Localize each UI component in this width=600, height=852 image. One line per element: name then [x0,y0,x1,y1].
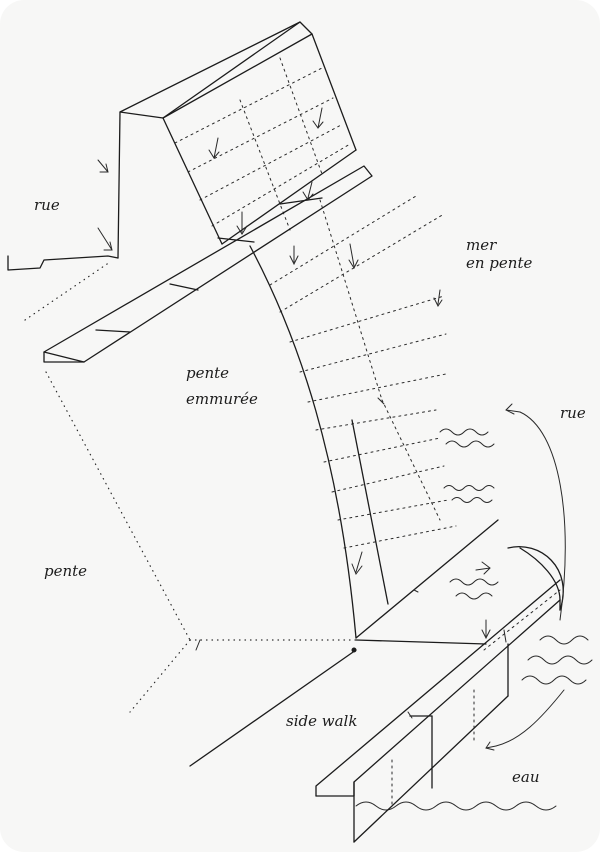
upper-walkway [43,165,373,363]
sloping-sea [249,195,499,639]
lower-wall [315,403,566,843]
label-mer: mer [466,236,497,254]
label-pente-emmuree-2: emmurée [186,390,258,408]
label-side-walk: side walk [286,712,358,730]
sidewalk [189,419,487,767]
left-street [7,159,119,321]
top-wall [117,21,357,259]
left-slope-outline [45,371,357,713]
label-rue-right: rue [560,404,586,422]
label-rue-left: rue [34,196,60,214]
label-pente-emmuree-1: pente [186,364,230,382]
label-eau: eau [512,768,540,786]
waves [355,428,593,811]
label-en-pente: en pente [466,254,533,272]
label-pente-left: pente [44,562,88,580]
